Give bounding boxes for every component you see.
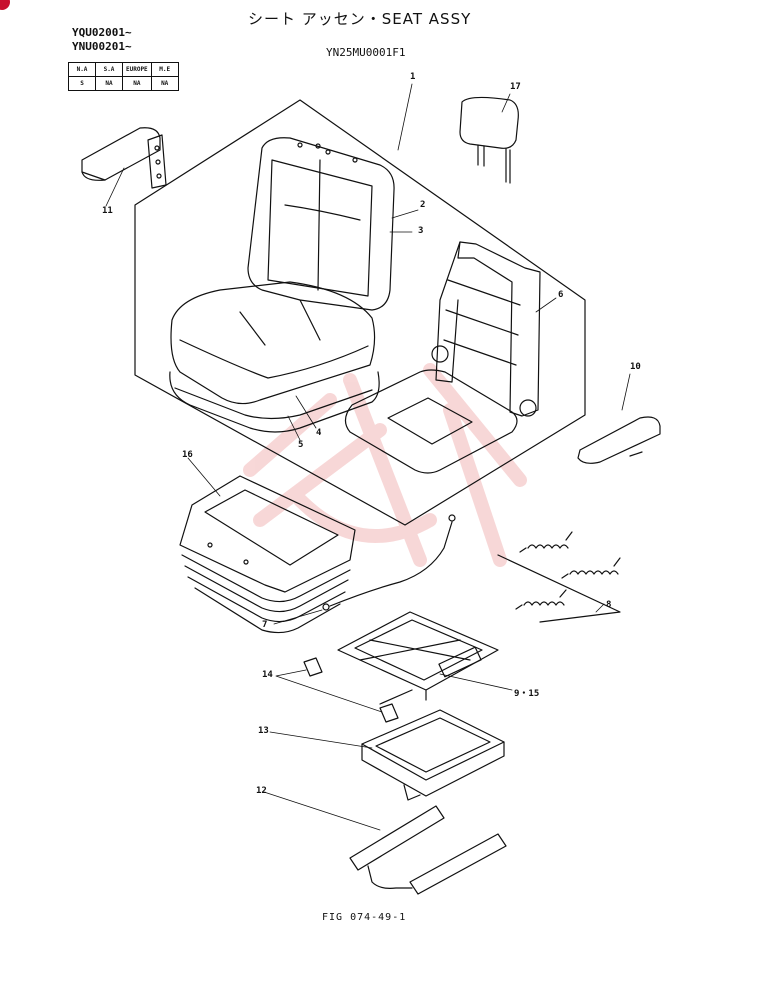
seat-frame: [344, 241, 541, 474]
callout-10: 10: [630, 362, 641, 372]
callout-4: 4: [316, 428, 322, 438]
callout-5: 5: [298, 440, 304, 450]
callout-13: 13: [258, 726, 269, 736]
model-code: YN25MU0001F1: [326, 46, 406, 59]
seat-cushion: [169, 281, 380, 433]
figure-number: FIG 074-49-1: [322, 912, 407, 923]
armrest-right: [577, 416, 661, 464]
armrest-left: [81, 127, 167, 189]
region-value-sa: NA: [95, 76, 123, 91]
callout-1: 1: [410, 72, 416, 82]
serial-range-2: YNU00201~: [72, 40, 132, 53]
callout-3: 3: [418, 226, 424, 236]
callout-17: 17: [510, 82, 521, 92]
page-title: シート アッセン・SEAT ASSY: [248, 10, 472, 28]
callout-14: 14: [262, 670, 273, 680]
callout-16: 16: [182, 450, 193, 460]
callout-2: 2: [420, 200, 426, 210]
region-table: N.A S.A EUROPE M.E S NA NA NA: [68, 62, 179, 91]
assembly-boundary: [134, 99, 586, 526]
leader-lines: [105, 83, 631, 831]
region-value-me: NA: [150, 76, 179, 91]
region-value-na: S: [68, 76, 96, 91]
callout-7: 7: [262, 620, 268, 630]
slide-rail-assembly: [361, 709, 505, 801]
watermark: [243, 363, 527, 567]
corner-mark: [0, 0, 10, 10]
pads: [303, 657, 399, 723]
rails: [349, 805, 507, 895]
callout-9-15: 9・15: [514, 689, 540, 699]
springs: [497, 531, 621, 623]
callout-12: 12: [256, 786, 267, 796]
callout-8: 8: [606, 600, 612, 610]
callout-11: 11: [102, 206, 113, 216]
control-cable: [322, 514, 456, 611]
suspension-mechanism: [337, 611, 499, 705]
region-value-row: S NA NA NA: [68, 76, 179, 91]
headrest: [459, 96, 519, 184]
callout-6: 6: [558, 290, 564, 300]
seat-backrest: [247, 137, 395, 311]
serial-range-1: YQU02001~: [72, 26, 132, 39]
